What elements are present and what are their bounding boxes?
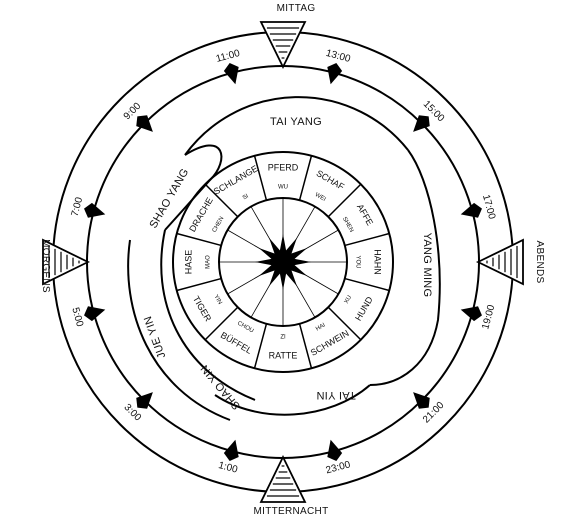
earthly-branch-label: YIN: [212, 294, 222, 306]
hour-label: 7:00: [70, 196, 86, 218]
hour-label: 13:00: [325, 48, 352, 65]
mitternacht-triangle-icon: [259, 454, 307, 503]
tai-yang-band: [184, 96, 409, 156]
tai-yin-band: [214, 384, 371, 416]
shao-yang-band: [164, 144, 223, 231]
earthly-branch-label: SHEN: [341, 216, 355, 233]
label-shao-yin: SHAO YIN: [198, 362, 242, 412]
hour-marker: [413, 392, 430, 409]
hour-label: 1:00: [217, 460, 239, 476]
yang-ming-band: [369, 149, 441, 386]
earthly-branch-label: WEI: [314, 192, 327, 203]
morgens-triangle-icon: [42, 238, 91, 286]
earthly-branch-label: XU: [344, 295, 353, 305]
hour-marker: [327, 63, 343, 85]
zodiac-animal-label: AFFE: [355, 202, 375, 227]
earthly-branch-label: CHEN: [212, 216, 226, 234]
zodiac-ring-outer: [172, 151, 394, 373]
zodiac-animal-label: HAHN: [373, 249, 383, 275]
sun-star-icon: [255, 234, 311, 290]
hour-label: 17:00: [480, 193, 497, 220]
zodiac-divider: [204, 306, 239, 341]
label-shao-yang: SHAO YANG: [147, 166, 191, 230]
zodiac-divider: [176, 232, 222, 247]
center-star: [255, 234, 311, 290]
hour-label: 23:00: [325, 459, 352, 476]
earthly-branch-label: SI: [242, 193, 250, 201]
hour-marker: [136, 115, 153, 132]
label-yang-ming: YANG MING: [421, 233, 433, 298]
zodiac-animal-label: HUND: [353, 294, 375, 322]
hour-markers: [84, 63, 482, 461]
earthly-branch-label: CHOU: [236, 320, 254, 334]
zodiac-animal-label: HASE: [183, 250, 193, 275]
earthly-branch-label: MAO: [206, 255, 212, 269]
shao-yin-band: [160, 229, 256, 401]
cardinal-triangles: [42, 21, 524, 503]
earthly-branch-label: ZI: [280, 335, 286, 341]
hour-marker: [327, 439, 343, 461]
hour-marker: [84, 202, 106, 218]
hour-marker: [223, 63, 239, 85]
zodiac-divider: [204, 183, 239, 218]
hour-label: 5:00: [69, 306, 85, 328]
zodiac-divider: [327, 183, 362, 218]
label-morgens: MORGENS: [40, 239, 51, 293]
zodiac-animal-label: BÜFFEL: [219, 330, 254, 356]
label-mittag: MITTAG: [277, 3, 316, 14]
zodiac-divider: [298, 155, 313, 201]
label-tai-yin: TAI YIN: [316, 389, 356, 401]
zodiac-animal-label: RATTE: [269, 350, 298, 360]
hour-label: 11:00: [215, 48, 242, 65]
earthly-branch-label: YOU: [354, 255, 360, 268]
jue-yin-band: [127, 239, 231, 421]
hour-marker: [460, 306, 482, 322]
earthly-branch-label: WU: [278, 185, 288, 191]
hour-marker: [413, 115, 430, 132]
zodiac-animal-label: SCHAF: [315, 168, 347, 192]
zodiac-divider: [344, 232, 390, 247]
zodiac-divider: [253, 323, 268, 369]
hour-marker: [136, 392, 153, 409]
label-mitternacht: MITTERNACHT: [254, 506, 329, 517]
zodiac-divider: [327, 306, 362, 341]
label-tai-yang: TAI YANG: [270, 116, 322, 128]
label-jue-yin: JUE YIN: [142, 314, 168, 360]
label-abends: ABENDS: [534, 241, 545, 284]
mittag-triangle-icon: [259, 21, 307, 70]
zodiac-animal-label: TIGER: [191, 294, 214, 323]
hour-marker: [84, 306, 106, 322]
zodiac-divider: [253, 155, 268, 201]
hour-marker: [223, 439, 239, 461]
hour-marker: [460, 202, 482, 218]
zodiac-animal-label: PFERD: [268, 162, 299, 172]
earthly-branch-label: HAI: [315, 322, 327, 332]
zodiac-divider: [176, 277, 222, 292]
zodiac-divider: [344, 277, 390, 292]
zodiac-divider: [298, 323, 313, 369]
hour-label: 19:00: [480, 303, 497, 330]
abends-triangle-icon: [475, 238, 524, 286]
